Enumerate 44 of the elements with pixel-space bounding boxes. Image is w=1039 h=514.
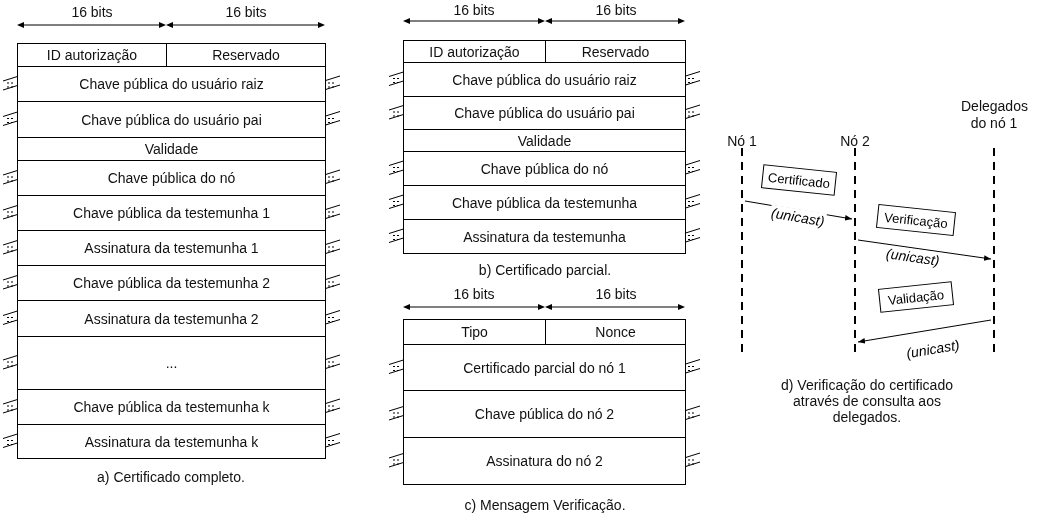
lifeline: Delegados do nó 1 — [961, 98, 1027, 352]
edge-label: (unicast) — [769, 204, 827, 230]
packet-field: Chave pública do usuário raiz — [17, 66, 326, 102]
dimension-label: 16 bits — [225, 4, 267, 20]
packet-field: Reservado — [166, 43, 326, 67]
message-box: Verificação — [875, 204, 957, 236]
packet-field: Chave pública da testemunha 1 — [17, 195, 326, 231]
packet-field: Chave pública da testemunha — [403, 185, 686, 220]
packet-field: ID autorização — [403, 40, 546, 63]
packet-field: Assinatura da testemunha 2 — [17, 300, 326, 337]
packet-field: Nonce — [545, 319, 686, 345]
packet-field: ... — [17, 336, 326, 390]
caption: d) Verificação do certificado através de consulta aos delegados. — [780, 377, 954, 425]
message-box: Certificado — [760, 164, 838, 196]
dimension-label: 16 bits — [453, 286, 495, 302]
packet-field: Chave pública do usuário pai — [403, 96, 686, 130]
dimension-label: 16 bits — [71, 4, 113, 20]
message-box: Validação — [877, 281, 955, 313]
packet-field: Certificado parcial do nó 1 — [403, 344, 686, 391]
packet-field: ID autorização — [17, 43, 167, 67]
edge-label: (unicast) — [884, 245, 942, 269]
packet-field: Chave pública do nó 2 — [403, 390, 686, 438]
packet-field: Assinatura da testemunha k — [17, 424, 326, 459]
packet-field: Assinatura da testemunha — [403, 219, 686, 254]
edge-label: (unicast) — [904, 336, 962, 362]
lifeline: Nó 2 — [840, 133, 870, 352]
packet-field: Validade — [403, 129, 686, 152]
dimension-label: 16 bits — [595, 286, 637, 302]
packet-field: Chave pública do usuário raiz — [403, 62, 686, 97]
caption: b) Certificado parcial. — [478, 262, 612, 278]
dimension-label: 16 bits — [595, 2, 637, 18]
packet-field: Chave pública do usuário pai — [17, 101, 326, 138]
packet-field: Chave pública do nó — [403, 151, 686, 186]
packet-field: Tipo — [403, 319, 546, 345]
packet-field: Chave pública da testemunha k — [17, 389, 326, 425]
lifeline: Nó 1 — [727, 133, 757, 352]
packet-field: Reservado — [545, 40, 686, 63]
caption: c) Mensagem Verificação. — [464, 497, 626, 513]
packet-field: Assinatura do nó 2 — [403, 437, 686, 485]
packet-field: Validade — [17, 137, 326, 161]
packet-field: Assinatura da testemunha 1 — [17, 230, 326, 266]
packet-field: Chave pública do nó — [17, 160, 326, 196]
packet-field: Chave pública da testemunha 2 — [17, 265, 326, 301]
dimension-label: 16 bits — [453, 2, 495, 18]
